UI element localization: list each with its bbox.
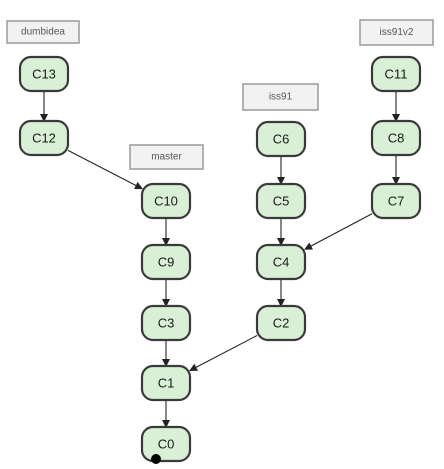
commit-C4: C4 — [255, 243, 307, 281]
commit-label: C5 — [273, 194, 290, 209]
branch-label-iss91v2: iss91v2 — [359, 19, 434, 46]
branch-label-master: master — [129, 144, 204, 170]
edge-C12-to-C10 — [67, 149, 143, 190]
commit-label: C10 — [154, 194, 178, 209]
commit-C12: C12 — [18, 119, 70, 157]
edge-C7-to-C4 — [304, 213, 373, 250]
branch-label-text: iss91v2 — [380, 27, 414, 38]
commit-C0: C0 — [140, 425, 192, 464]
edge-C2-to-C1 — [189, 335, 258, 371]
commit-label: C12 — [32, 131, 56, 146]
commit-C13: C13 — [18, 55, 70, 93]
edges-layer — [40, 91, 400, 428]
commit-label: C13 — [32, 67, 56, 82]
commit-label: C3 — [158, 316, 175, 331]
commit-label: C7 — [388, 194, 405, 209]
commit-C8: C8 — [370, 119, 422, 157]
branch-label-text: master — [151, 152, 182, 163]
commit-C11: C11 — [370, 55, 422, 93]
commit-label: C8 — [388, 131, 405, 146]
commit-C1: C1 — [140, 364, 192, 402]
commit-C5: C5 — [255, 182, 307, 220]
branch-label-text: iss91 — [269, 92, 293, 103]
commit-C6: C6 — [255, 120, 307, 158]
commit-label: C1 — [158, 376, 175, 391]
commit-label: C0 — [158, 437, 175, 452]
commit-label: C9 — [158, 255, 175, 270]
commit-label: C6 — [273, 132, 290, 147]
commit-C3: C3 — [140, 304, 192, 342]
branch-label-dumbidea: dumbidea — [6, 20, 80, 44]
head-dot-icon — [151, 454, 161, 464]
commit-C9: C9 — [140, 243, 192, 281]
commit-C10: C10 — [140, 182, 192, 220]
commit-C2: C2 — [255, 304, 307, 342]
branch-label-iss91: iss91 — [242, 83, 319, 111]
commit-label: C4 — [273, 255, 290, 270]
commit-label: C11 — [385, 67, 408, 82]
commit-label: C2 — [273, 316, 290, 331]
branch-label-text: dumbidea — [21, 27, 65, 38]
commit-C7: C7 — [370, 182, 422, 220]
